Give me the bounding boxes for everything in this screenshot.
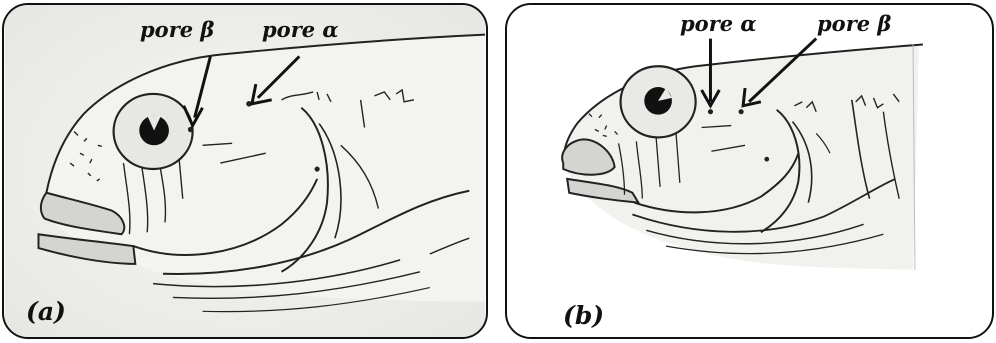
fish-head-drawing-b <box>507 5 992 337</box>
panel-label-a: (a) <box>26 297 66 326</box>
arrow-pore-beta <box>182 56 212 129</box>
arrow-pore-beta <box>741 37 818 108</box>
lower-jaw <box>37 233 137 265</box>
pore-beta-label: pore β <box>817 11 892 36</box>
pore-alpha-label: pore α <box>680 11 757 36</box>
lower-jaw <box>566 177 641 204</box>
arrow-pore-alpha <box>250 55 301 106</box>
pore-alpha-dot <box>707 109 714 115</box>
pore-beta-dot <box>187 126 194 133</box>
upper-jaw <box>39 191 126 236</box>
panel-a: pore β pore α (a) <box>2 3 488 339</box>
panel-label-b: (b) <box>563 301 605 330</box>
fish-head-drawing-a <box>4 5 486 337</box>
arrow-pore-alpha <box>700 38 721 109</box>
pore-alpha-label: pore α <box>262 17 339 42</box>
pore-beta-label: pore β <box>140 17 215 42</box>
panel-b: pore α pore β (b) <box>505 3 994 339</box>
upper-jaw <box>561 138 616 176</box>
pore-beta-dot <box>738 109 744 115</box>
